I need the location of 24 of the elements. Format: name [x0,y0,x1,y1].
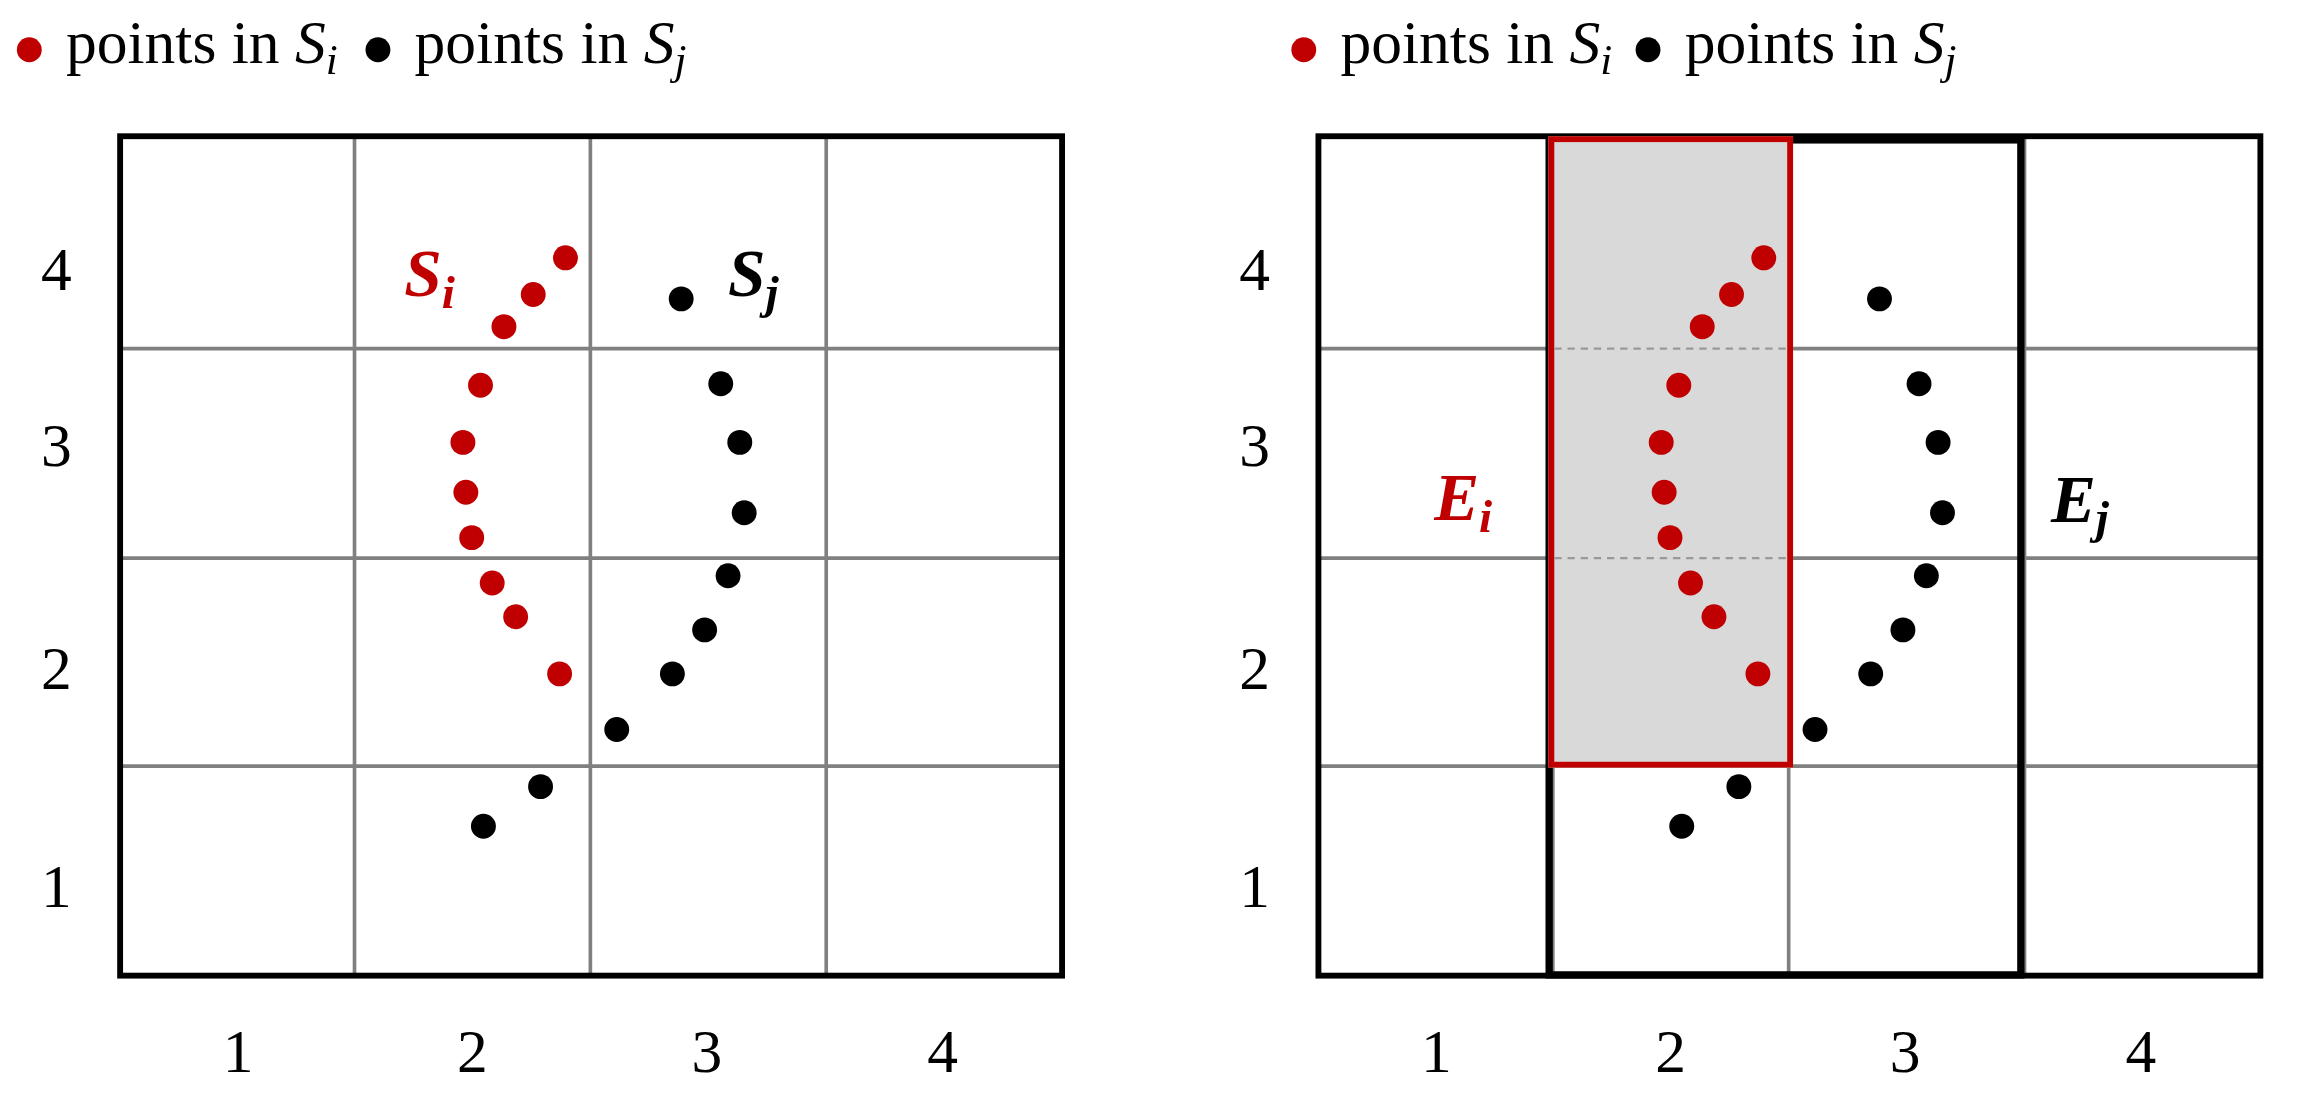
region-label: E$_{i}$ [1434,464,1493,540]
legend-label: points in S$_{i}$ [65,11,338,82]
axis-tick-label: 4 [41,238,72,301]
axis-tick-label: 4 [1239,238,1271,301]
set-label: S$_{j}$ [728,240,779,316]
axis-tick-label: 1 [41,855,72,918]
axis-tick-label: 2 [41,637,72,699]
region-label: E$_{j}$ [2050,465,2109,541]
axis-tick-label: 3 [41,414,72,477]
axis-tick-label: 3 [691,1021,723,1083]
axis-tick-label: 1 [1420,1021,1452,1083]
axis-tick-label: 2 [457,1021,488,1083]
axis-tick-label: 1 [1239,855,1271,918]
set-label: S$_{i}$ [404,240,455,316]
legend-label: points in S$_{j}$ [414,11,687,82]
axis-tick-label: 3 [1239,414,1271,477]
legend-label: points in S$_{i}$ [1340,11,1613,82]
axis-tick-label: 2 [1239,637,1271,699]
axis-tick-label: 3 [1889,1021,1921,1083]
legend-label: points in S$_{j}$ [1684,11,1957,82]
axis-tick-label: 4 [927,1021,959,1083]
axis-tick-label: 1 [222,1021,254,1083]
axis-tick-label: 2 [1655,1021,1687,1083]
axis-tick-label: 4 [2125,1021,2157,1083]
